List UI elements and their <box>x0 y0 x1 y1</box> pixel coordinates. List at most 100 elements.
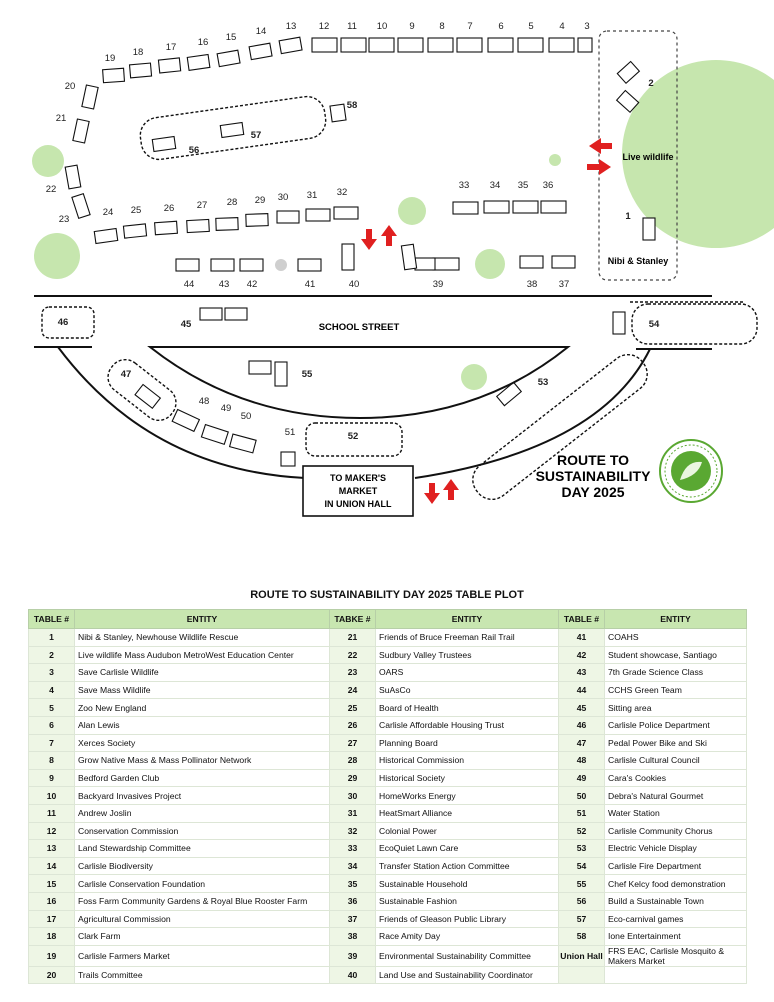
table-number-label: 38 <box>527 279 538 290</box>
table-36 <box>540 200 567 214</box>
entity-cell: Carlisle Affordable Housing Trust <box>375 715 559 735</box>
table-38 <box>519 255 544 269</box>
table-number-cell: 43 <box>558 663 605 682</box>
table-number-label: 31 <box>307 190 318 201</box>
table-number-cell: 14 <box>28 856 75 876</box>
table-number-label: 33 <box>459 180 470 191</box>
table-number-cell: 7 <box>28 733 75 753</box>
table-number-cell: 27 <box>329 733 376 753</box>
table-number-label: 1 <box>625 211 631 222</box>
entity-cell: Grow Native Mass & Mass Pollinator Netwo… <box>74 751 330 770</box>
table-12 <box>311 37 338 53</box>
table-number-cell: 2 <box>28 645 75 665</box>
arrow-icons <box>361 138 612 504</box>
table-42 <box>239 258 264 272</box>
table-number-label: 18 <box>133 47 144 58</box>
table-9 <box>397 37 424 53</box>
table-44 <box>175 258 200 272</box>
entity-cell: EcoQuiet Lawn Care <box>375 839 559 858</box>
table-number-cell: 48 <box>558 751 605 770</box>
table-number-cell: 3 <box>28 663 75 682</box>
table-number-cell: 28 <box>329 751 376 770</box>
table-10 <box>368 37 395 53</box>
entity-cell: Zoo New England <box>74 698 330 717</box>
table-3 <box>577 37 593 53</box>
table-number-label: 46 <box>58 317 69 328</box>
entity-cell: Sustainable Household <box>375 874 559 893</box>
area-47 <box>107 358 177 422</box>
table-45a <box>199 307 223 321</box>
table-number-label: 34 <box>490 180 501 191</box>
table-number-cell: 23 <box>329 663 376 682</box>
street-label: SCHOOL STREET <box>319 322 400 333</box>
table-number-label: 42 <box>247 279 258 290</box>
header-entity: ENTITY <box>604 609 747 629</box>
entity-cell: Foss Farm Community Gardens & Royal Blue… <box>74 891 330 911</box>
table-number-label: 9 <box>409 21 414 32</box>
table-number-label: 27 <box>197 200 208 211</box>
table-number-cell: 19 <box>28 944 75 967</box>
table-number-label: 7 <box>467 21 472 32</box>
table-39b <box>414 257 436 271</box>
table-43 <box>210 258 235 272</box>
entity-cell: Carlisle Community Chorus <box>604 821 747 841</box>
entity-cell: Carlisle Fire Department <box>604 856 747 876</box>
entity-cell: Friends of Bruce Freeman Rail Trail <box>375 628 559 647</box>
entity-cell: Land Stewardship Committee <box>74 839 330 858</box>
table-number-label: 49 <box>221 403 232 414</box>
table-number-cell: 9 <box>28 768 75 788</box>
table-22 <box>64 164 82 190</box>
entity-cell: Transfer Station Action Committee <box>375 856 559 876</box>
table-number-cell: 11 <box>28 803 75 823</box>
table-number-label: 14 <box>256 26 267 37</box>
table-number-label: 36 <box>543 180 554 191</box>
table-number-label: 54 <box>649 319 660 330</box>
table-number-cell: 24 <box>329 680 376 700</box>
table-number-cell: 38 <box>329 927 376 946</box>
table-number-cell: 1 <box>28 628 75 647</box>
area-53-route <box>472 353 648 501</box>
hall-label-line3: IN UNION HALL <box>325 499 392 509</box>
area-54 <box>631 303 758 345</box>
tree-circle <box>398 197 426 225</box>
table-16 <box>186 53 211 71</box>
table-number-label: 5 <box>528 21 533 32</box>
table-53 <box>495 381 523 407</box>
table-37 <box>551 255 576 269</box>
entity-cell: Trails Committee <box>74 965 330 985</box>
table-number-cell: 31 <box>329 803 376 823</box>
table-2b <box>615 89 640 114</box>
route-title-line2: SUSTAINABILITY <box>536 468 652 484</box>
entity-cell: HeatSmart Alliance <box>375 803 559 823</box>
arrow-left-icon <box>589 138 612 154</box>
table-number-label: 35 <box>518 180 529 191</box>
table-55a <box>248 360 272 375</box>
table-number-label: 25 <box>131 205 142 216</box>
table-number-cell: 20 <box>28 965 75 985</box>
table-number-label: 55 <box>302 369 313 380</box>
table-41 <box>297 258 322 272</box>
table-47 <box>134 383 162 410</box>
tree-circle <box>34 233 80 279</box>
table-28 <box>215 217 239 231</box>
tree-circle <box>549 154 561 166</box>
table-24 <box>93 227 119 245</box>
table-13 <box>278 36 303 55</box>
table-number-label: 30 <box>278 192 289 203</box>
table-number-cell: 42 <box>558 645 605 665</box>
table-30 <box>276 210 300 224</box>
entity-cell: 7th Grade Science Class <box>604 663 747 682</box>
site-map: SCHOOL STREET Live wildlife Nibi & Stanl… <box>32 21 774 517</box>
entity-cell: Bedford Garden Club <box>74 768 330 788</box>
table-number-label: 12 <box>319 21 330 32</box>
table-50 <box>228 433 257 454</box>
